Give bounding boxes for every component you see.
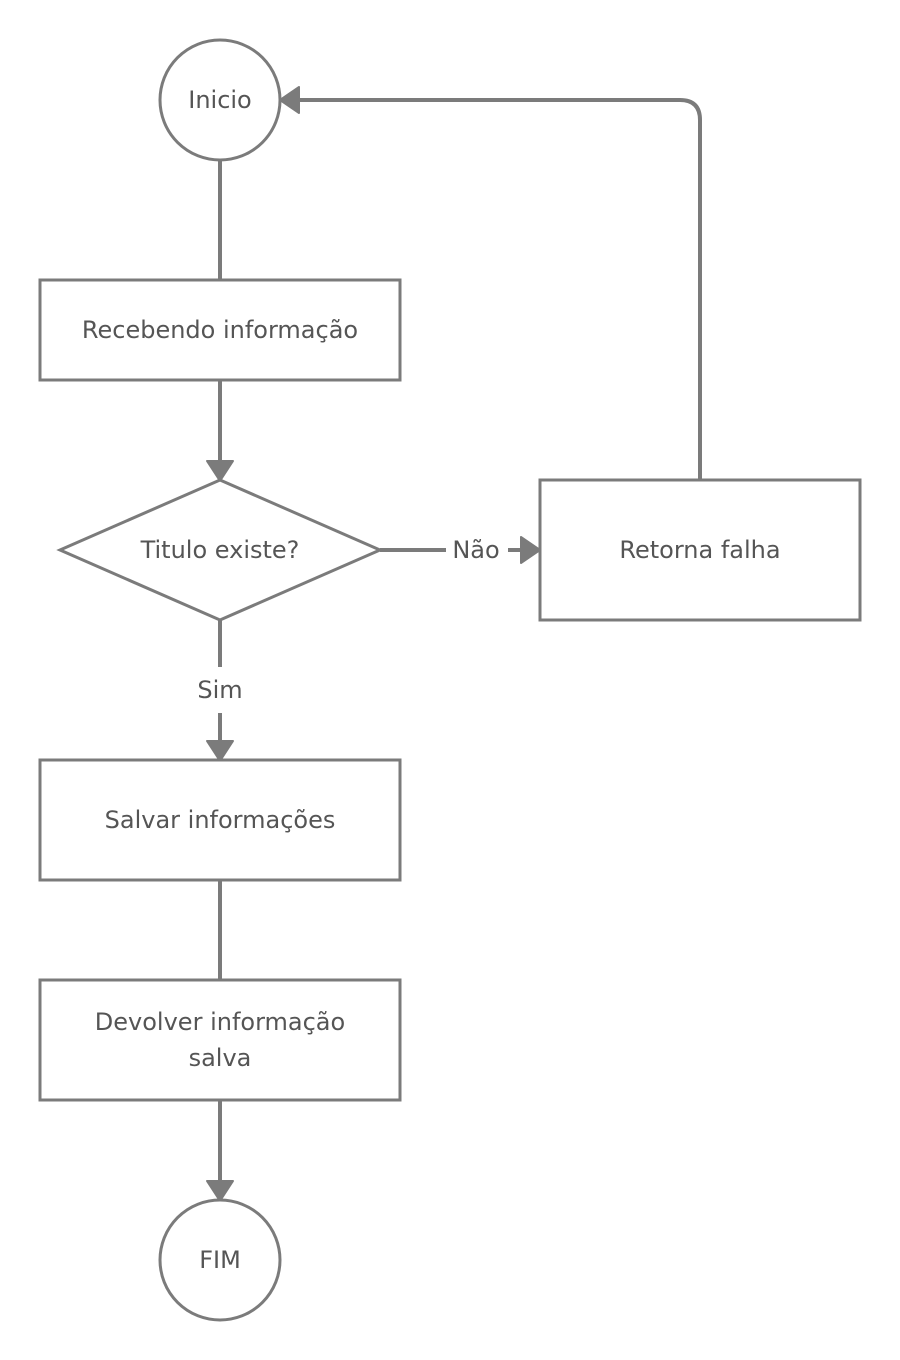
receive-label: Recebendo informação (82, 316, 358, 344)
edge-label-yes-background (190, 667, 250, 713)
return-label-line-1: Devolver informação (95, 1008, 345, 1036)
node-save[interactable]: Salvar informações (38, 758, 402, 882)
arrow-into-save (206, 740, 234, 762)
save-box (38, 758, 402, 882)
decision-diamond (56, 478, 384, 622)
return-box (38, 978, 402, 1102)
node-fail[interactable]: Retorna falha (538, 478, 862, 622)
edge-label-no-background (446, 534, 508, 566)
node-start[interactable]: Inicio (158, 38, 282, 162)
arrow-into-start (279, 86, 300, 114)
node-receive[interactable]: Recebendo informação (38, 278, 402, 382)
node-end[interactable]: FIM (158, 1198, 282, 1322)
start-label: Inicio (188, 86, 252, 114)
arrow-into-fail (520, 536, 541, 564)
arrow-into-end (206, 1180, 234, 1202)
edge-label-no: Não (452, 536, 499, 564)
edge-fail-to-start (298, 98, 702, 480)
save-label: Salvar informações (105, 806, 336, 834)
end-label: FIM (199, 1246, 241, 1274)
edge-label-yes: Sim (197, 676, 242, 704)
node-decision[interactable]: Titulo existe? (56, 478, 384, 622)
node-return[interactable]: Devolver informação salva (38, 978, 402, 1102)
decision-label: Titulo existe? (140, 536, 300, 564)
start-circle (158, 38, 282, 162)
fail-box (538, 478, 862, 622)
end-circle (158, 1198, 282, 1322)
return-label-line-2: salva (189, 1044, 252, 1072)
fail-label: Retorna falha (619, 536, 780, 564)
arrow-into-decision (206, 460, 234, 482)
receive-box (38, 278, 402, 382)
